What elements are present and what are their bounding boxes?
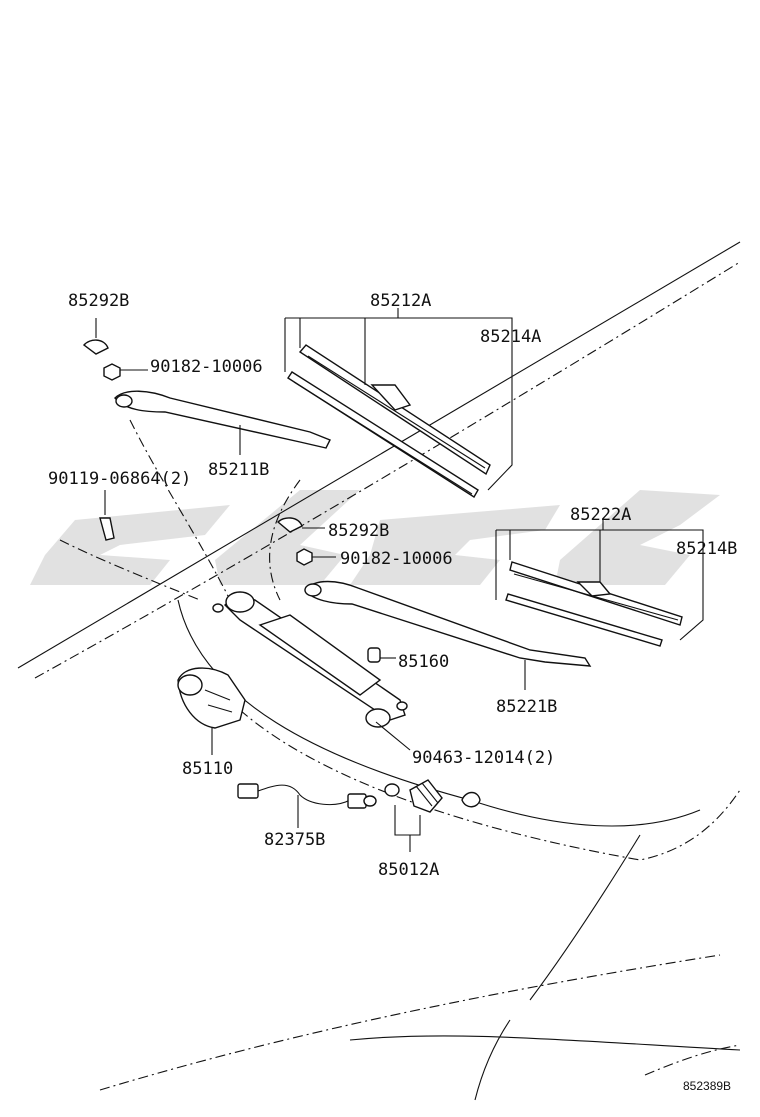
wiper-harness xyxy=(237,783,377,828)
label-90119-06864: 90119-06864(2) xyxy=(48,469,191,489)
watermark-logo xyxy=(30,490,720,585)
label-85221B: 85221B xyxy=(496,697,557,717)
bracket-assembly xyxy=(375,721,481,852)
wiper-linkage xyxy=(212,591,408,728)
cap-right xyxy=(276,517,325,533)
label-85110: 85110 xyxy=(182,759,233,779)
label-85292B-left: 85292B xyxy=(68,291,129,311)
label-85160: 85160 xyxy=(398,652,449,672)
bolt xyxy=(99,490,115,541)
nut-left xyxy=(103,363,148,381)
label-85222A: 85222A xyxy=(570,505,631,525)
wiper-arm-right xyxy=(304,580,592,690)
nut-right xyxy=(296,548,336,566)
label-90182-10006-left: 90182-10006 xyxy=(150,357,263,377)
cap-left xyxy=(82,318,109,355)
bracket-blade-right xyxy=(495,520,704,641)
label-85212A: 85212A xyxy=(370,291,431,311)
label-85214A: 85214A xyxy=(480,327,541,347)
label-90463-12014: 90463-12014(2) xyxy=(412,748,555,768)
vehicle-outline xyxy=(17,241,741,1101)
label-85012A: 85012A xyxy=(378,860,439,880)
bracket-blade-left xyxy=(284,308,513,491)
wiper-arm-left xyxy=(114,390,331,455)
label-90182-10006-right: 90182-10006 xyxy=(340,549,453,569)
wiper-blade-right xyxy=(505,561,683,647)
label-82375B: 82375B xyxy=(264,830,325,850)
wiper-blade-left xyxy=(287,344,491,498)
label-85214B: 85214B xyxy=(676,539,737,559)
wiper-motor xyxy=(177,667,246,755)
diagram-code: 852389B xyxy=(683,1079,731,1093)
label-85292B-right: 85292B xyxy=(328,521,389,541)
label-85211B: 85211B xyxy=(208,460,269,480)
